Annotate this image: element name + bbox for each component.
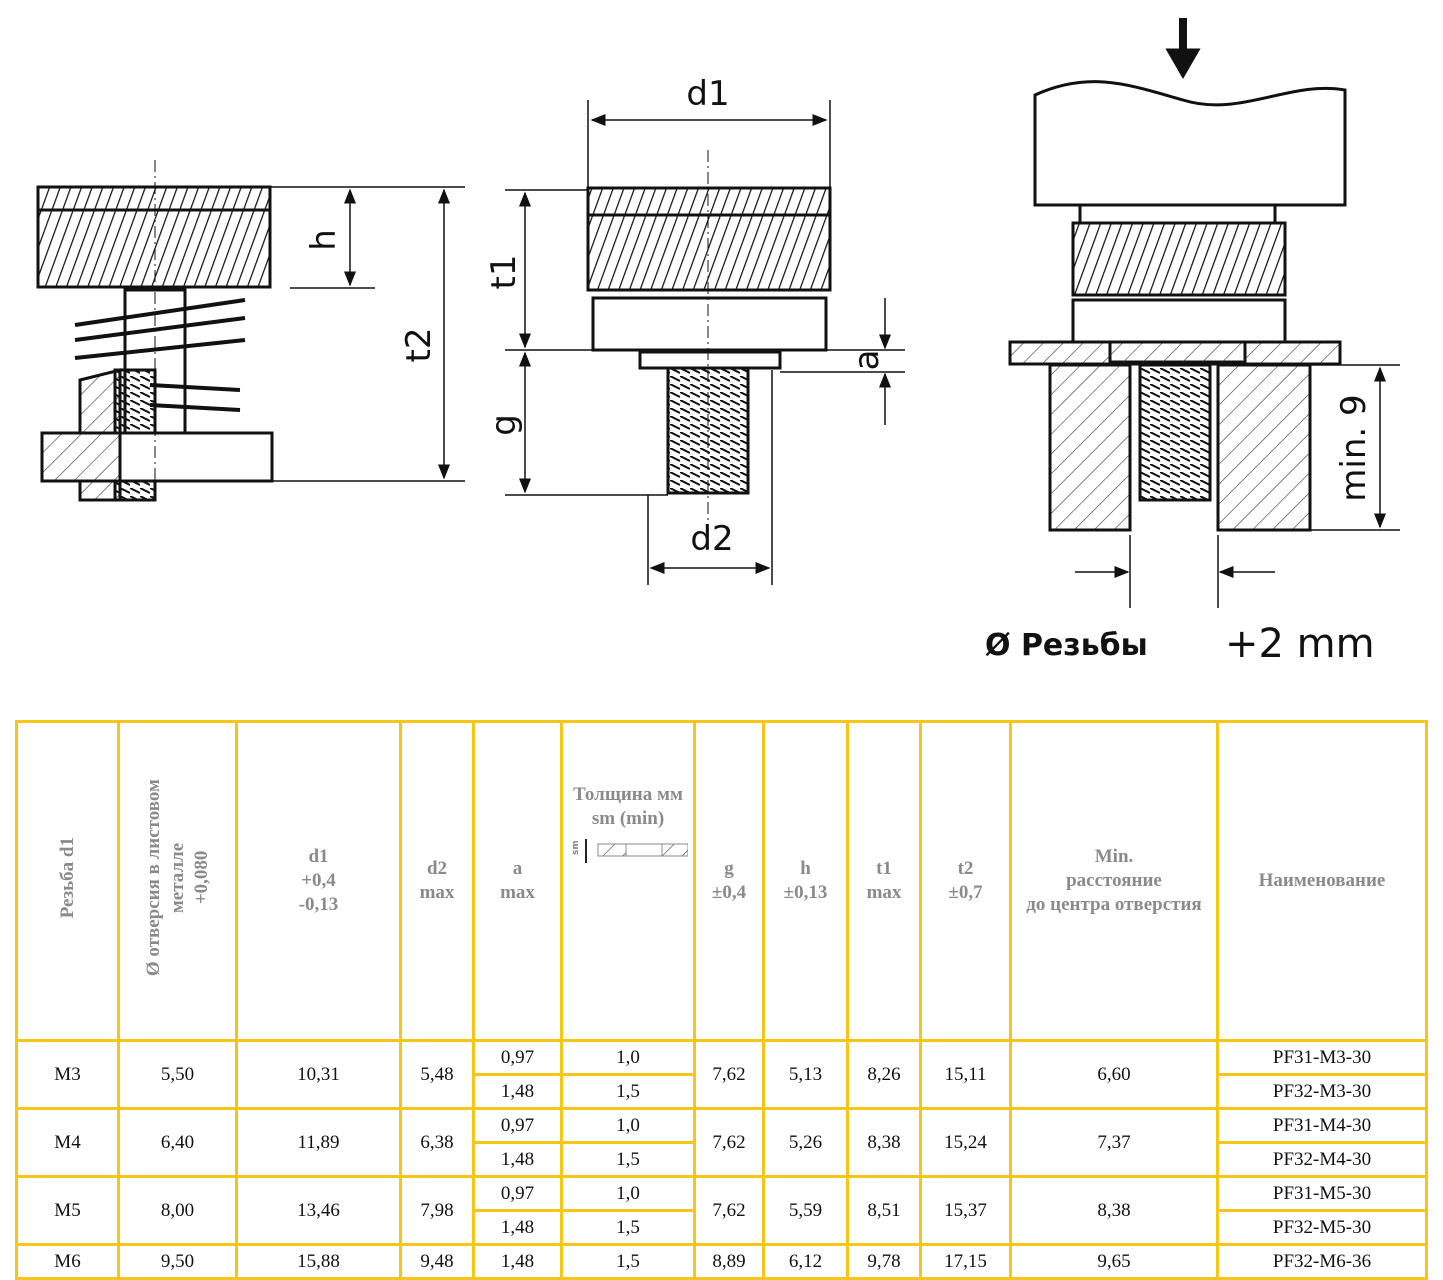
cell-thread: M6 [15, 1243, 120, 1280]
header-name: Наименование [1216, 720, 1428, 1042]
cell-thread: M5 [15, 1175, 120, 1246]
cell-name: PF32-M6-36 [1216, 1243, 1428, 1280]
cell-t1: 8,26 [846, 1039, 922, 1110]
cell-min-dist: 7,37 [1009, 1107, 1219, 1178]
cell-h: 5,13 [762, 1039, 849, 1110]
cell-g: 7,62 [693, 1175, 765, 1246]
cell-t2: 15,11 [919, 1039, 1012, 1110]
cell-h: 6,12 [762, 1243, 849, 1280]
cell-g: 8,89 [693, 1243, 765, 1280]
cell-min-dist: 9,65 [1009, 1243, 1219, 1280]
cell-sm: 1,0 [560, 1107, 696, 1144]
thread-diameter-label: Ø Резьбы [985, 628, 1148, 663]
svg-text:sm: sm [571, 840, 581, 855]
cell-d2: 6,38 [399, 1107, 475, 1178]
cell-g: 7,62 [693, 1039, 765, 1110]
cell-d1: 11,89 [235, 1107, 402, 1178]
cell-name: PF31-M4-30 [1216, 1107, 1428, 1144]
cell-t2: 17,15 [919, 1243, 1012, 1280]
right-installation-drawing [1008, 18, 1400, 608]
cell-d2: 9,48 [399, 1243, 475, 1280]
header-g: g±0,4 [693, 720, 765, 1042]
cell-name: PF31-M3-30 [1216, 1039, 1428, 1076]
cell-a: 1,48 [472, 1073, 563, 1110]
cell-min-dist: 6,60 [1009, 1039, 1219, 1110]
middle-fastener-drawing [505, 100, 905, 585]
dimension-a-label: a [847, 350, 887, 371]
cell-name: PF32-M5-30 [1216, 1209, 1428, 1246]
cell-sm: 1,5 [560, 1209, 696, 1246]
cell-hole: 8,00 [117, 1175, 238, 1246]
cell-a: 1,48 [472, 1141, 563, 1178]
cell-d2: 5,48 [399, 1039, 475, 1110]
cell-d1: 10,31 [235, 1039, 402, 1110]
dimension-d2-label: d2 [690, 519, 733, 559]
cell-thread: M4 [15, 1107, 120, 1178]
technical-drawings: h t2 d1 t1 g a d2 [36, 18, 1400, 667]
cell-t1: 8,51 [846, 1175, 922, 1246]
cell-h: 5,59 [762, 1175, 849, 1246]
cell-t2: 15,24 [919, 1107, 1012, 1178]
plus-2mm-label: +2 mm [1225, 621, 1375, 667]
cell-thread: M3 [15, 1039, 120, 1110]
cell-a: 0,97 [472, 1175, 563, 1212]
dimension-t2-label: t2 [399, 328, 439, 363]
header-d1: d1+0,4-0,13 [235, 720, 402, 1042]
cell-d1: 15,88 [235, 1243, 402, 1280]
cell-a: 0,97 [472, 1107, 563, 1144]
header-h: h±0,13 [762, 720, 849, 1042]
cell-hole: 5,50 [117, 1039, 238, 1110]
cell-name: PF32-M3-30 [1216, 1073, 1428, 1110]
cell-d1: 13,46 [235, 1175, 402, 1246]
cell-sm: 1,0 [560, 1039, 696, 1076]
cell-a: 1,48 [472, 1209, 563, 1246]
dimension-t1-label: t1 [484, 255, 524, 290]
cell-name: PF31-M5-30 [1216, 1175, 1428, 1212]
left-fastener-drawing [36, 160, 465, 502]
cell-t1: 8,38 [846, 1107, 922, 1178]
cell-min-dist: 8,38 [1009, 1175, 1219, 1246]
cell-d2: 7,98 [399, 1175, 475, 1246]
cell-sm: 1,5 [560, 1073, 696, 1110]
header-thread: Резьба d1 [15, 720, 120, 1042]
cell-hole: 6,40 [117, 1107, 238, 1178]
cell-sm: 1,0 [560, 1175, 696, 1212]
sheet-thickness-icon: sm [571, 839, 689, 863]
cell-sm: 1,5 [560, 1141, 696, 1178]
cell-h: 5,26 [762, 1107, 849, 1178]
dimension-min-label: min. 9 [1334, 394, 1374, 501]
header-t2: t2±0,7 [919, 720, 1012, 1042]
cell-name: PF32-M4-30 [1216, 1141, 1428, 1178]
cell-g: 7,62 [693, 1107, 765, 1178]
dimension-d1-label: d1 [686, 74, 729, 114]
press-arrow-icon [1165, 48, 1201, 80]
cell-hole: 9,50 [117, 1243, 238, 1280]
cell-sm: 1,5 [560, 1243, 696, 1280]
cell-t2: 15,37 [919, 1175, 1012, 1246]
cell-a: 1,48 [472, 1243, 563, 1280]
cell-t1: 9,78 [846, 1243, 922, 1280]
cell-a: 0,97 [472, 1039, 563, 1076]
dimension-h-label: h [304, 229, 344, 251]
dimension-g-label: g [484, 414, 524, 436]
